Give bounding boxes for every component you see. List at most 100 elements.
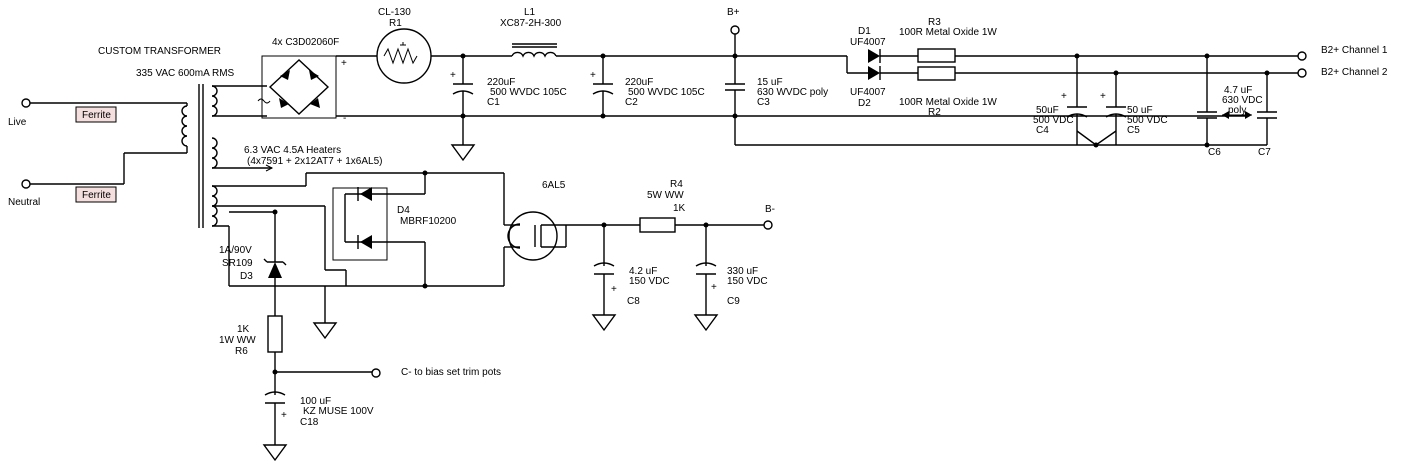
d2-part: UF4007 (850, 87, 886, 98)
c1-capacitor: + 220uF 500 WVDC 105C C1 (450, 53, 567, 162)
c4-ref: C4 (1036, 125, 1049, 136)
c-minus-tap: C- to bias set trim pots (272, 367, 501, 378)
r2-value: 100R Metal Oxide 1W (899, 97, 997, 108)
mains-input: Ferrite Live Ferrite Neutral (8, 98, 187, 208)
bridge-label: 4x C3D02060F (272, 37, 339, 48)
b2-ch2-label: B2+ Channel 2 (1321, 67, 1388, 78)
r6-value: 1K (237, 324, 250, 335)
c2-ref: C2 (625, 97, 638, 108)
c8-rating: 150 VDC (629, 276, 670, 287)
c4-rating: 500 VDC (1033, 115, 1074, 126)
r1-thermistor: CL-130 R1 (376, 7, 432, 84)
d4-part: MBRF10200 (400, 216, 457, 227)
c3-capacitor: 15 uF 630 WVDC poly C3 (725, 56, 1267, 146)
c3-rating: 630 WVDC poly (757, 87, 828, 98)
c1-value: 220uF (487, 77, 515, 88)
b-plus-terminal (730, 25, 740, 35)
neutral-label: Neutral (8, 197, 40, 208)
transformer-title: CUSTOM TRANSFORMER (98, 46, 221, 57)
l1-inductor: L1 XC87-2H-300 (500, 7, 562, 58)
r3-r2-resistors: R3 100R Metal Oxide 1W 100R Metal Oxide … (899, 17, 1298, 118)
c6-c7-type: poly (1228, 105, 1246, 116)
c18-ref: C18 (300, 417, 319, 428)
r6-resistor: 1K 1W WW R6 (219, 315, 283, 395)
bridge-rectifier: 4x C3D02060F + - (257, 37, 1247, 124)
c3-value: 15 uF (757, 77, 783, 88)
svg-text:+: + (450, 70, 456, 81)
c1-rating: 500 WVDC 105C (490, 87, 567, 98)
r1-part: CL-130 (378, 7, 411, 18)
r3-ref: R3 (928, 17, 941, 28)
c9-value: 330 uF (727, 266, 758, 277)
svg-text:+: + (711, 282, 717, 293)
valve-6al5-label: 6AL5 (542, 180, 566, 191)
c5-ref: C5 (1127, 125, 1140, 136)
d1-d2-diodes: D1 UF4007 UF4007 D2 (846, 26, 918, 109)
live-label: Live (8, 117, 27, 128)
c6-c7-value: 4.7 uF (1224, 85, 1252, 96)
l1-part: XC87-2H-300 (500, 18, 562, 29)
heaters-label: 6.3 VAC 4.5A Heaters (244, 145, 341, 156)
ferrite-live (75, 106, 117, 123)
d3-zener: 1A/90V SR109 D3 (219, 209, 287, 316)
d3-rating: 1A/90V (219, 245, 252, 256)
c8-ref: C8 (627, 296, 640, 307)
svg-text:+: + (590, 70, 596, 81)
svg-text:+: + (281, 410, 287, 421)
c18-value: 100 uF (300, 396, 331, 407)
r6-power: 1W WW (219, 335, 256, 346)
r2-ref: R2 (928, 107, 941, 118)
c4-value: 50uF (1036, 105, 1059, 116)
c6-c7-rating: 630 VDC (1222, 95, 1263, 106)
live-terminal (21, 98, 31, 108)
c9-capacitor: + 330 uF 150 VDC C9 (693, 222, 768, 332)
c4-c5-capacitors: + + 50uF 500 VDC C4 50 uF 500 VDC C5 (1033, 53, 1168, 148)
d1-ref: D1 (858, 26, 871, 37)
c9-rating: 150 VDC (727, 276, 768, 287)
b-minus-terminal (763, 220, 773, 230)
l1-ref: L1 (524, 7, 536, 18)
ferrite-live-label: Ferrite (82, 110, 111, 121)
heaters-detail: (4x7591 + 2x12AT7 + 1x6AL5) (247, 156, 382, 167)
ferrite-neutral-label: Ferrite (82, 190, 111, 201)
d1-part: UF4007 (850, 37, 886, 48)
valve-6al5: 6AL5 (503, 173, 640, 286)
c-minus-label: C- to bias set trim pots (401, 367, 501, 378)
c18-part: KZ MUSE 100V (303, 406, 374, 417)
b2-ch1-terminal (1297, 51, 1307, 61)
ferrite-neutral (75, 186, 117, 203)
bridge-plus: + (341, 58, 347, 69)
r1-ref: R1 (389, 18, 402, 29)
r4-power: 5W WW (647, 190, 684, 201)
c9-ref: C9 (727, 296, 740, 307)
c8-value: 4.2 uF (629, 266, 657, 277)
d2-ref: D2 (858, 98, 871, 109)
c8-capacitor: + 4.2 uF 150 VDC C8 (591, 222, 670, 332)
svg-text:+: + (1061, 91, 1067, 102)
b2-ch2-terminal (1297, 68, 1307, 78)
c2-value: 220uF (625, 77, 653, 88)
c-minus-terminal (371, 368, 381, 378)
c6-c7-capacitors: 4.7 uF 630 VDC poly C6 C7 (1197, 53, 1277, 158)
bridge-frame (261, 55, 337, 119)
c7-ref: C7 (1258, 147, 1271, 158)
c18-capacitor: + 100 uF KZ MUSE 100V C18 (262, 391, 374, 462)
c6-ref: C6 (1208, 147, 1221, 158)
svg-text:+: + (611, 284, 617, 295)
b-plus-label: B+ (727, 7, 740, 18)
r4-ref: R4 (670, 179, 683, 190)
d3-part: SR109 (222, 258, 253, 269)
c3-ref: C3 (757, 97, 770, 108)
r6-ref: R6 (235, 346, 248, 357)
r4-resistor: R4 5W WW 1K B- (639, 179, 775, 233)
b2-ch1-label: B2+ Channel 1 (1321, 45, 1388, 56)
r4-value: 1K (673, 203, 686, 214)
svg-text:+: + (1100, 91, 1106, 102)
transformer: CUSTOM TRANSFORMER 335 VAC 600mA RMS 6.3… (98, 46, 504, 287)
c1-ref: C1 (487, 97, 500, 108)
b-plus-tap: B+ (727, 7, 740, 59)
c2-rating: 500 WVDC 105C (628, 87, 705, 98)
c5-rating: 500 VDC (1127, 115, 1168, 126)
r3-value: 100R Metal Oxide 1W (899, 27, 997, 38)
